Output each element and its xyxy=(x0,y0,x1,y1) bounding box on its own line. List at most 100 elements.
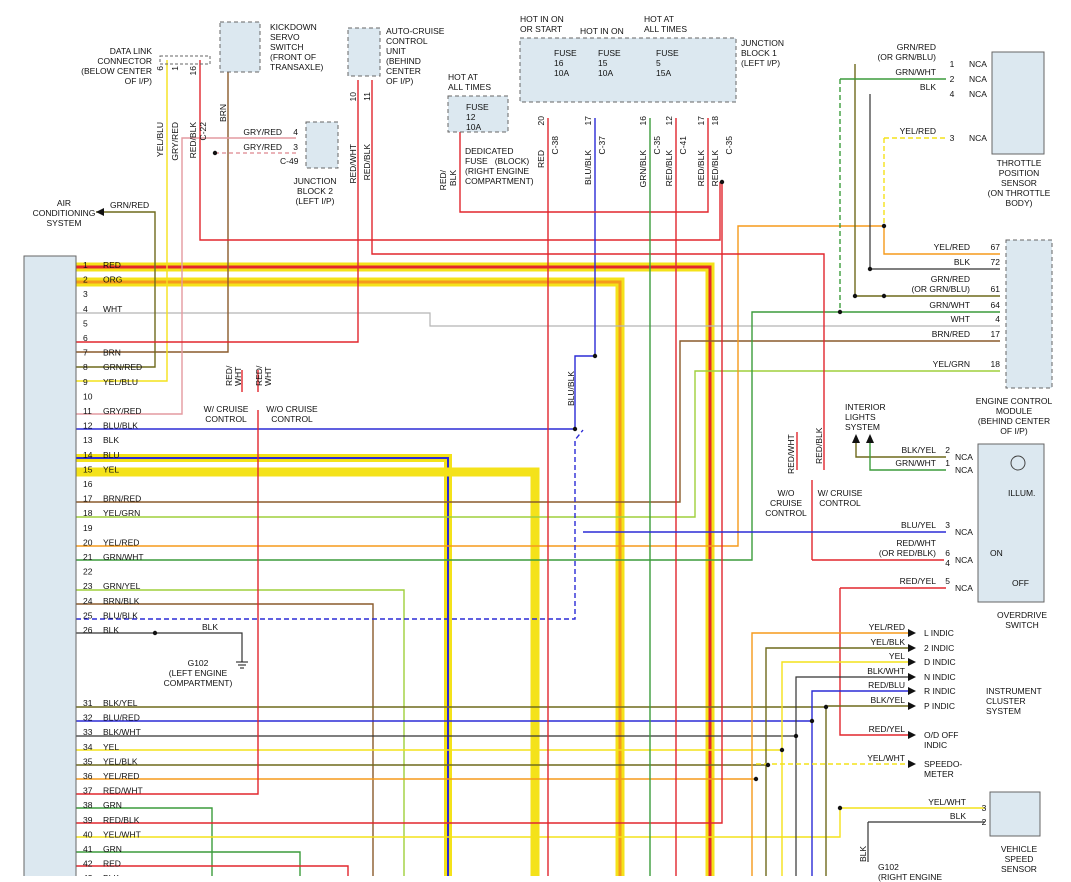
tps-nca-label: NCA xyxy=(969,133,987,143)
wire-fuse12-red-blk xyxy=(459,118,709,213)
overdrive-on-label: ON xyxy=(990,548,1003,558)
cluster-item-label: D INDIC xyxy=(924,657,956,667)
cluster-wire-label: BLK/YEL xyxy=(871,695,906,705)
harness-band-14 xyxy=(76,454,452,876)
interior-lights-label: INTERIOR LIGHTS SYSTEM xyxy=(845,402,886,432)
cluster-arrow xyxy=(908,760,916,768)
jb2-wire-label: GRY/RED xyxy=(243,127,282,137)
dlc-connector-outline xyxy=(159,55,211,65)
cluster-item-label: 2 INDIC xyxy=(924,643,954,653)
tps-pin-number: 1 xyxy=(950,59,955,69)
pcm-pin-number: 19 xyxy=(83,523,93,533)
jb1-connector-label: C-35 xyxy=(724,136,734,155)
kickdown-switch-label: KICKDOWN SERVO SWITCH (FRONT OF TRANSAXL… xyxy=(270,22,324,72)
pcm-pin-number: 14 xyxy=(83,450,93,460)
pcm-pin-wire-label: ORG xyxy=(103,275,122,285)
splice-dot xyxy=(881,223,887,229)
cluster-item-label: P INDIC xyxy=(924,701,955,711)
pcm-pin-number: 41 xyxy=(83,844,93,854)
wire-pin42-red xyxy=(76,865,349,876)
interior-arrow-1 xyxy=(852,434,860,443)
fuse-12-label: FUSE 12 10A xyxy=(466,102,489,132)
ecm-wire-label: (OR GRN/BLU) xyxy=(911,284,970,294)
pcm-pin-number: 39 xyxy=(83,815,93,825)
jb1-pin-number: 16 xyxy=(638,116,648,126)
vss-box xyxy=(989,791,1041,837)
junction-block-2-box xyxy=(305,121,339,169)
vehicle-speed-sensor-label: VEHICLE SPEED SENSOR xyxy=(1000,844,1038,874)
cluster-item-label: SPEEDO- xyxy=(924,759,962,769)
splice-dot xyxy=(837,805,843,811)
jb1-wire-label: RED/BLK xyxy=(710,150,720,187)
wire-p-indic xyxy=(825,705,908,876)
fuse-16-label: FUSE 16 10A xyxy=(554,48,577,78)
pcm-pin-wire-label: BRN xyxy=(103,348,121,358)
w-cruise-right-label: W/ CRUISE CONTROL xyxy=(817,488,863,508)
od-nca-label: NCA xyxy=(955,452,973,462)
ecm-wire-label: BRN/RED xyxy=(932,329,970,339)
wire-od1-grn-wht xyxy=(869,443,946,471)
ecm-wire-label: GRN/RED xyxy=(931,274,970,284)
tps-wire-label: YEL/RED xyxy=(900,126,936,136)
pcm-pin-number: 10 xyxy=(83,391,93,401)
cruise-10-wire-label: RED/WHT xyxy=(348,144,358,184)
tps-wire-label: BLK xyxy=(920,82,936,92)
ecm-pin-number: 17 xyxy=(991,329,1001,339)
harness-band-15 xyxy=(76,467,540,876)
wire-pin26-blk xyxy=(76,632,243,662)
cluster-item-label: METER xyxy=(924,769,954,779)
splice-dot xyxy=(152,630,158,636)
option-left-b-label: RED/ xyxy=(254,365,264,386)
hot-in-on-label: HOT IN ON xyxy=(580,26,624,36)
cluster-arrow xyxy=(908,658,916,666)
ecm-pin-number: 67 xyxy=(991,242,1001,252)
kickdown-switch-box xyxy=(219,21,261,73)
pcm-pin-wire-label: YEL/RED xyxy=(103,771,139,781)
jb1-pin-number: 20 xyxy=(536,116,546,126)
jb1-pin-number: 17 xyxy=(583,116,593,126)
cluster-wire-label: RED/BLU xyxy=(868,680,905,690)
splice-dot xyxy=(592,353,598,359)
tps-pin-number: 4 xyxy=(950,89,955,99)
pcm-pin-number: 3 xyxy=(83,289,88,299)
pcm-pin-number: 35 xyxy=(83,756,93,766)
option-right-a-label: RED/WHT xyxy=(786,434,796,474)
pcm-pin-wire-label: RED/WHT xyxy=(103,786,143,796)
wire-pin25-blu-blk xyxy=(76,429,584,620)
option-left-b-label: WHT xyxy=(263,367,273,386)
pcm-pin-number: 24 xyxy=(83,596,93,606)
tps-box xyxy=(991,51,1045,155)
splice-dot xyxy=(719,179,725,185)
pcm-pin-number: 1 xyxy=(83,260,88,270)
pcm-pin-wire-label: YEL xyxy=(103,742,119,752)
splice-dot xyxy=(765,762,771,768)
cluster-wire-label: YEL/RED xyxy=(869,622,905,632)
cluster-wire-label: YEL/WHT xyxy=(867,753,905,763)
dedicated-fuse-label: DEDICATED FUSE (BLOCK) (RIGHT ENGINE COM… xyxy=(465,146,534,186)
jb1-pin-number: 18 xyxy=(710,116,720,126)
jb1-connector-label: C-38 xyxy=(550,136,560,155)
g102-right-label: G102 (RIGHT ENGINE xyxy=(878,862,943,882)
junction-block-1-label: JUNCTION BLOCK 1 (LEFT I/P) xyxy=(741,38,784,68)
pcm-pin-wire-label: YEL xyxy=(103,464,119,474)
jb1-pin-number: 12 xyxy=(664,116,674,126)
od-nca-label: NCA xyxy=(955,527,973,537)
overdrive-switch-label: OVERDRIVE SWITCH xyxy=(996,610,1048,630)
pcm-pin-wire-label: RED/BLK xyxy=(103,815,140,825)
pcm-pin-wire-label: YEL/GRN xyxy=(103,508,140,518)
cluster-arrow xyxy=(908,731,916,739)
wire-pin37-red-wht xyxy=(76,410,259,795)
od-pin-number: 1 xyxy=(945,458,950,468)
cluster-wire-label: RED/YEL xyxy=(869,724,906,734)
interior-arrow-2 xyxy=(866,434,874,443)
vss-pin-number: 2 xyxy=(982,817,987,827)
wire-pin39-red-blk xyxy=(76,182,723,824)
pcm-pin-wire-label: BLU/RED xyxy=(103,713,140,723)
ac-wire-label: GRN/RED xyxy=(110,200,149,210)
od-pin-number: 2 xyxy=(945,445,950,455)
ecm-wire-label: GRN/WHT xyxy=(929,300,970,310)
jb1-wire-label: RED/BLK xyxy=(664,150,674,187)
cluster-arrow xyxy=(908,673,916,681)
